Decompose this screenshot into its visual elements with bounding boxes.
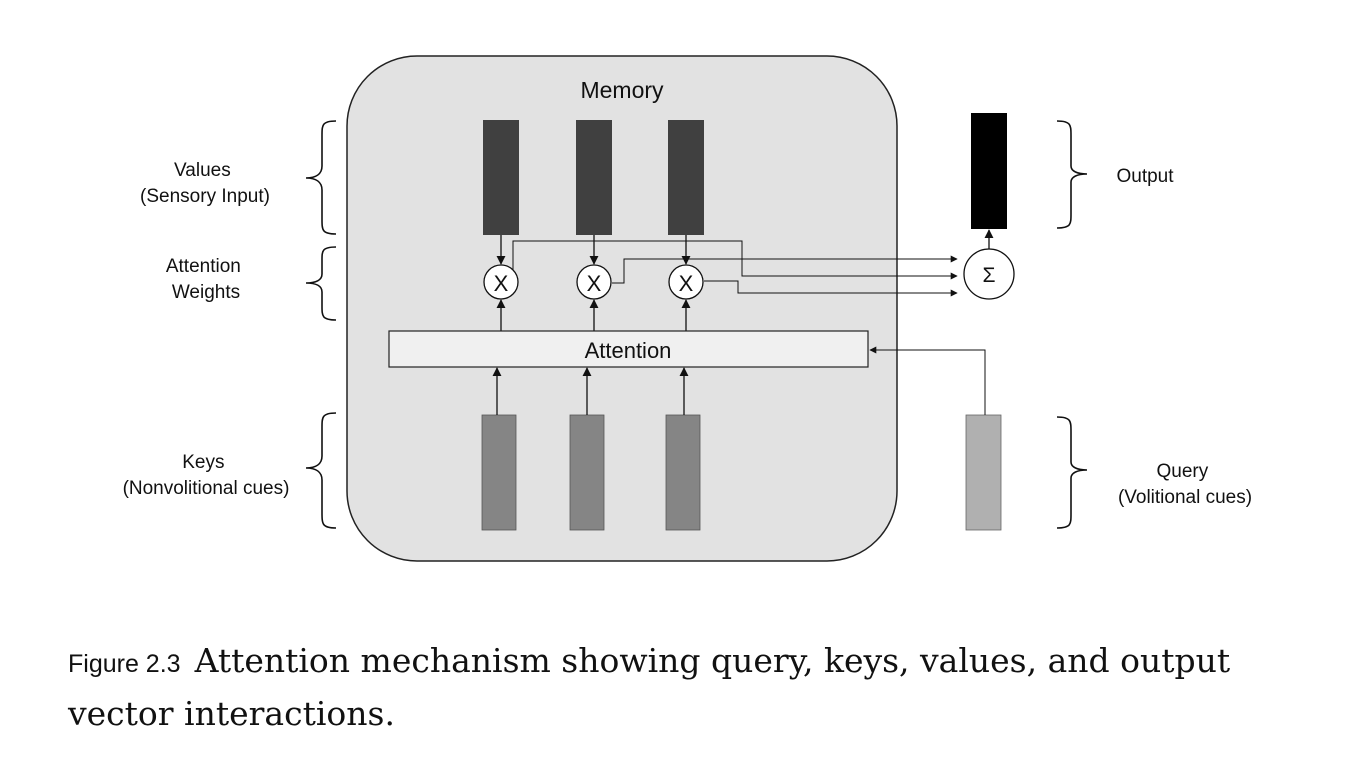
caption-text: Attention mechanism showing query, keys,… bbox=[68, 641, 1231, 733]
sum-symbol: Σ bbox=[983, 264, 996, 287]
query-brace bbox=[1056, 416, 1088, 529]
key-bar bbox=[569, 414, 605, 531]
memory-box bbox=[346, 55, 898, 562]
memory-title: Memory bbox=[580, 77, 664, 103]
key-bar bbox=[665, 414, 701, 531]
figure-label: Figure 2.3 bbox=[68, 650, 181, 678]
output-brace bbox=[1056, 120, 1088, 229]
output-bar bbox=[971, 113, 1007, 229]
value-bar bbox=[668, 120, 704, 235]
attention-diagram: Memory X X X Σ Attention bbox=[123, 55, 1252, 562]
values-brace bbox=[305, 120, 337, 235]
values-label: Values (Sensory Input) bbox=[140, 160, 270, 207]
query-label: Query (Volitional cues) bbox=[1118, 461, 1252, 508]
multiply-symbol: X bbox=[587, 271, 602, 296]
query-bar bbox=[965, 414, 1002, 531]
multiply-symbol: X bbox=[494, 271, 509, 296]
multiply-node: X bbox=[576, 264, 612, 300]
keys-brace bbox=[305, 412, 337, 529]
weights-brace bbox=[305, 246, 337, 321]
multiply-to-sum-connector bbox=[612, 255, 958, 284]
value-bar bbox=[576, 120, 612, 235]
keys-label: Keys (Nonvolitional cues) bbox=[123, 452, 290, 499]
value-bar bbox=[483, 120, 519, 235]
attention-box bbox=[388, 330, 869, 368]
multiply-symbol: X bbox=[679, 271, 694, 296]
query-to-attention-arrow bbox=[869, 346, 986, 415]
key-bar bbox=[481, 414, 517, 531]
multiply-node: X bbox=[483, 264, 519, 300]
attention-label: Attention bbox=[585, 338, 672, 363]
weights-label: Attention Weights bbox=[166, 256, 246, 303]
multiply-to-sum-connector bbox=[704, 280, 958, 297]
multiply-node: X bbox=[668, 264, 704, 300]
output-label: Output bbox=[1116, 166, 1174, 187]
multiply-to-sum-connector bbox=[512, 240, 958, 280]
sum-node: Σ bbox=[963, 248, 1015, 300]
